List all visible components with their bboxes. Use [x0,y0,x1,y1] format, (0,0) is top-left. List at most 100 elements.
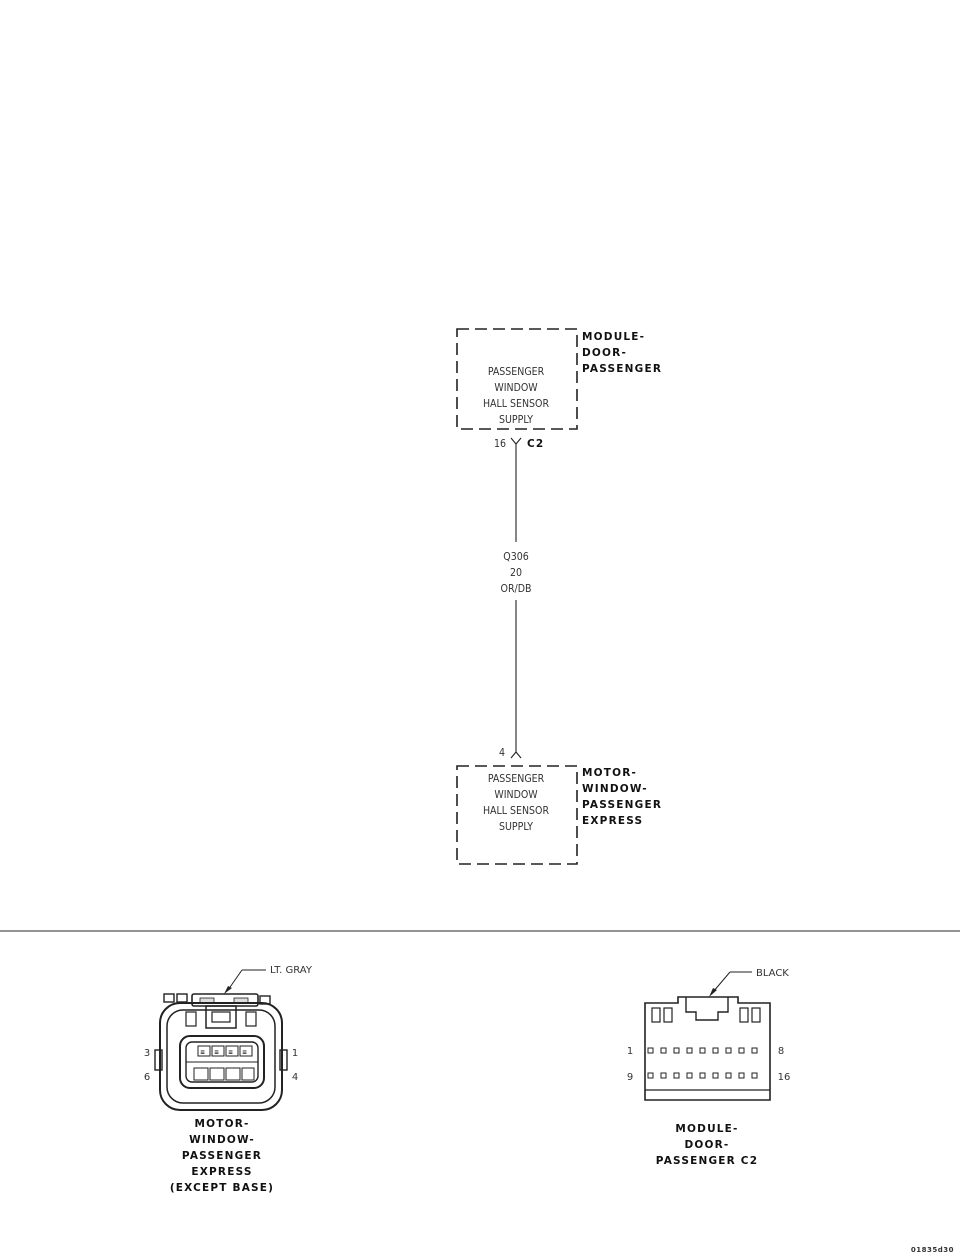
motor-cavity-1 [197,1045,211,1057]
module-title-line-3: PASSENGER C2 [656,1155,758,1167]
wire-gauge: 20 [510,567,522,579]
motor-right-guide [245,1011,257,1027]
module-top-rib-3 [739,1007,749,1023]
motor-box-line-2: WINDOW [494,789,538,801]
module-cavity-9 [647,1072,654,1079]
motor-color-arrow [224,986,232,994]
motor-left-key [154,1049,163,1071]
module-cavity-4 [686,1047,693,1054]
motor-box-line-1: PASSENGER [488,773,545,785]
motor-right-key [279,1049,288,1071]
motor-cavity-5 [193,1067,209,1081]
module-cavity-8 [738,1047,745,1054]
module-pin-label-16: 16 [778,1072,791,1083]
module-name-line-2: DOOR- [582,347,627,359]
module-cavity-5 [699,1047,706,1054]
motor-cavity-3 [225,1045,239,1057]
module-connector-body [644,996,771,1101]
module-cavity-10 [660,1072,667,1079]
motor-cavity-mark-4: ≡ [242,1049,247,1056]
motor-cavity-mark-2: ≡ [214,1049,219,1056]
motor-cavity-mark-3: ≡ [228,1049,233,1056]
module-pin-label-8: 8 [778,1046,784,1057]
module-box-line-4: SUPPLY [499,414,533,426]
motor-cavity-4 [239,1045,253,1057]
motor-name-line-4: EXPRESS [582,815,643,827]
motor-connector-symbol [510,751,522,759]
motor-inner-shell [166,1009,276,1104]
module-connector-id: C2 [527,438,544,450]
module-box-line-1: PASSENGER [488,366,545,378]
motor-cavity-block [179,1035,265,1089]
module-top-rib-4 [751,1007,761,1023]
motor-title-line-4: EXPRESS [191,1166,252,1178]
motor-title-line-3: PASSENGER [182,1150,262,1162]
module-cavity-1 [647,1047,654,1054]
module-pin-label-9: 9 [627,1072,633,1083]
motor-connector-face: LT. GRAY ≡ ≡ ≡ ≡ 3 [144,965,313,1111]
motor-latch-window [211,1011,231,1023]
motor-name-line-1: MOTOR- [582,767,637,779]
module-door-passenger-box [456,328,578,430]
motor-cavity-8 [241,1067,255,1081]
module-pin-label-1: 1 [627,1046,633,1057]
module-cavity-16b [751,1072,758,1079]
module-connector-face: BLACK [627,968,791,1101]
module-cavity-13 [699,1072,706,1079]
module-cavity-row-top [647,1047,758,1054]
motor-cavity-mark-1: ≡ [200,1049,205,1056]
module-color-arrow [709,988,717,997]
module-title-line-2: DOOR- [684,1139,729,1151]
module-cavity-6 [712,1047,719,1054]
motor-top-tab-2 [176,993,188,1003]
module-name-line-1: MODULE- [582,331,645,343]
motor-latch-pillar [205,1005,237,1029]
module-title-line-1: MODULE- [675,1123,738,1135]
module-pin-number: 16 [494,438,506,450]
motor-color-leader-diag [227,969,243,991]
module-cavity-12 [686,1072,693,1079]
module-cavity-row-bottom [647,1072,758,1079]
motor-connector-color: LT. GRAY [270,965,313,976]
motor-name-line-2: WINDOW- [582,783,648,795]
module-box-line-2: WINDOW [494,382,538,394]
module-name-line-3: PASSENGER [582,363,662,375]
module-cavity-15 [725,1072,732,1079]
module-top-rib-2 [663,1007,673,1023]
figure-id: 01835d30 [911,1246,954,1254]
module-top-rib-1 [651,1007,661,1023]
motor-title-line-5: (EXCEPT BASE) [170,1182,274,1194]
module-cavity-16 [738,1072,745,1079]
motor-top-tab-1 [163,993,175,1003]
motor-left-guide [185,1011,197,1027]
module-box-line-3: HALL SENSOR [483,398,550,410]
wire-color: OR/DB [501,583,532,595]
motor-cavity-7 [225,1067,241,1081]
module-cavity-11 [673,1072,680,1079]
motor-title-line-2: WINDOW- [189,1134,255,1146]
motor-pin-label-6: 6 [144,1072,150,1083]
motor-outer-shell [159,1002,283,1111]
motor-window-passenger-box [456,765,578,865]
module-cavity-7 [725,1047,732,1054]
module-cavity-14 [712,1072,719,1079]
module-connector-symbol [510,437,522,445]
motor-cavity-2 [211,1045,225,1057]
motor-box-line-3: HALL SENSOR [483,805,550,817]
motor-pin-label-3: 3 [144,1048,150,1059]
motor-pin-label-4: 4 [292,1072,298,1083]
module-connector-color: BLACK [756,968,789,979]
wire-circuit: Q306 [503,551,528,563]
module-cavity-8b [751,1047,758,1054]
motor-pin-label-1: 1 [292,1048,298,1059]
motor-pin-number: 4 [499,747,505,759]
motor-name-line-3: PASSENGER [582,799,662,811]
module-cavity-2 [660,1047,667,1054]
module-connector-latch [685,997,729,1021]
module-color-leader-diag [712,971,731,993]
motor-cavity-6 [209,1067,225,1081]
module-cavity-3 [673,1047,680,1054]
motor-box-line-4: SUPPLY [499,821,533,833]
motor-title-line-1: MOTOR- [194,1118,249,1130]
